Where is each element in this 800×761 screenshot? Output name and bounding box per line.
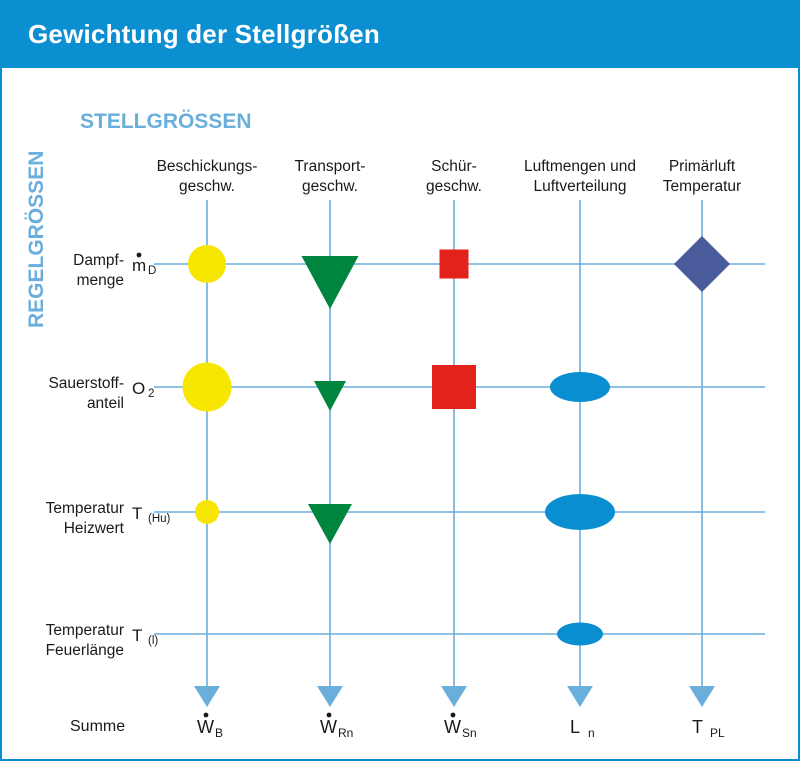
column-header-4-line1: Primärluft bbox=[669, 158, 736, 175]
sum-symbol-sub-1: Rn bbox=[338, 726, 353, 740]
sum-symbol-sub-0: B bbox=[215, 726, 223, 740]
row-header-0-line1: Dampf- bbox=[73, 252, 124, 269]
row-symbol-0: m bbox=[132, 256, 146, 275]
weight-r0-c2 bbox=[439, 249, 469, 279]
column-header-0-line1: Beschickungs- bbox=[157, 158, 258, 175]
sum-arrow-3 bbox=[567, 686, 593, 707]
sum-symbol-sub-4: PL bbox=[710, 726, 725, 740]
column-header-2-line1: Schür- bbox=[431, 158, 477, 175]
column-header-3-line1: Luftmengen und bbox=[524, 158, 636, 175]
row-header-1-line1: Sauerstoff- bbox=[48, 375, 124, 392]
row-header-0-line2: menge bbox=[77, 272, 124, 289]
sum-symbol-1: W bbox=[320, 717, 337, 737]
weight-r2-c1 bbox=[308, 504, 352, 544]
sum-arrow-2 bbox=[441, 686, 467, 707]
weight-r1-c1 bbox=[314, 381, 346, 411]
column-axis-title: STELLGRÖSSEN bbox=[80, 110, 252, 133]
sum-symbol-sub-3: n bbox=[588, 726, 595, 740]
sum-symbol-2: W bbox=[444, 717, 461, 737]
sum-symbol-4: T bbox=[692, 717, 703, 737]
sum-arrow-0 bbox=[194, 686, 220, 707]
column-headers: Beschickungs-geschw. Transport-geschw. Sch… bbox=[157, 158, 742, 195]
weight-r2-c0 bbox=[195, 500, 219, 524]
column-header-1-line2: geschw. bbox=[302, 178, 358, 195]
column-header-2-line2: geschw. bbox=[426, 178, 482, 195]
row-symbol-sub-0: D bbox=[148, 265, 156, 277]
sum-symbol-dot-0 bbox=[203, 712, 209, 718]
row-header-2-line2: Heizwert bbox=[64, 520, 125, 537]
weight-r1-c2 bbox=[432, 365, 476, 409]
weight-r3-c3 bbox=[557, 622, 603, 646]
sum-arrow-4 bbox=[689, 686, 715, 707]
weight-r0-c1 bbox=[301, 256, 359, 309]
row-header-3-line2: Feuerlänge bbox=[46, 642, 124, 659]
row-symbol-2: T bbox=[132, 504, 142, 523]
column-header-3-line2: Luftverteilung bbox=[533, 178, 626, 195]
weight-r1-c0 bbox=[182, 362, 232, 412]
row-axis-title: REGELGRÖSSEN bbox=[25, 151, 48, 328]
header-title: Gewichtung der Stellgrößen bbox=[28, 19, 380, 49]
row-symbol-dot-0 bbox=[136, 252, 142, 258]
row-header-3-line1: Temperatur bbox=[46, 622, 124, 639]
header-bar: Gewichtung der Stellgrößen bbox=[2, 0, 800, 68]
row-symbol-sub-3: (l) bbox=[148, 635, 158, 647]
weight-r0-c0 bbox=[188, 245, 226, 283]
weight-r0-c4 bbox=[674, 236, 730, 292]
row-symbol-3: T bbox=[132, 626, 142, 645]
sum-label: Summe bbox=[70, 718, 125, 735]
row-symbol-1: O bbox=[132, 379, 145, 398]
weight-marks bbox=[182, 236, 730, 646]
row-header-2-line1: Temperatur bbox=[46, 500, 124, 517]
weight-r2-c3 bbox=[545, 494, 615, 530]
sum-symbol-3: L bbox=[570, 717, 580, 737]
weight-r1-c3 bbox=[550, 372, 610, 402]
sum-arrow-1 bbox=[317, 686, 343, 707]
row-symbol-sub-1: 2 bbox=[148, 388, 154, 400]
column-header-1-line1: Transport- bbox=[295, 158, 366, 175]
row-symbol-sub-2: (Hu) bbox=[148, 513, 171, 525]
sum-symbol-sub-2: Sn bbox=[462, 726, 477, 740]
sum-symbol-dot-1 bbox=[326, 712, 332, 718]
row-header-1-line2: anteil bbox=[87, 395, 124, 412]
sum-symbol-0: W bbox=[197, 717, 214, 737]
sum-symbol-dot-2 bbox=[450, 712, 456, 718]
column-header-4-line2: Temperatur bbox=[663, 178, 741, 195]
column-header-0-line2: geschw. bbox=[179, 178, 235, 195]
